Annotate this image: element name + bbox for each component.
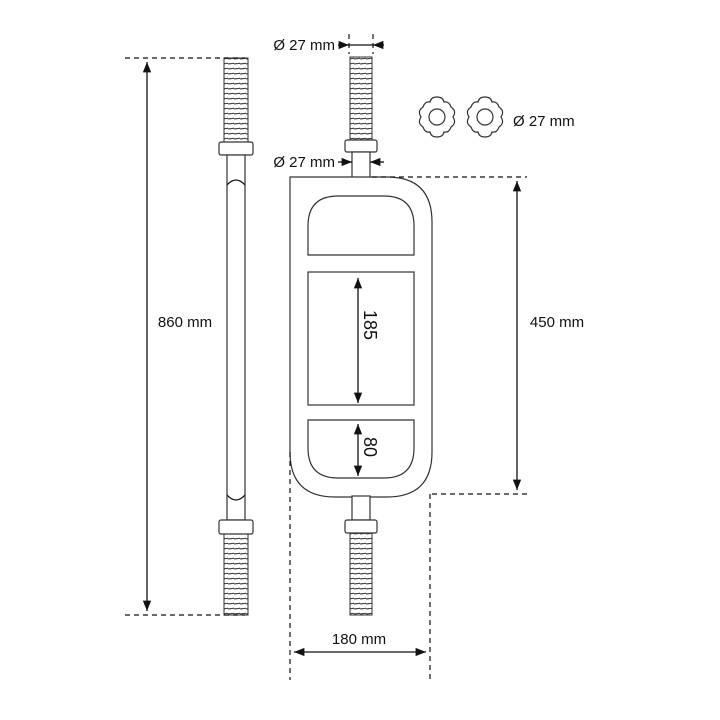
straight-bar bbox=[218, 57, 254, 616]
length-label: 860 mm bbox=[158, 314, 212, 331]
bottom-thread bbox=[223, 533, 249, 616]
height-label: 450 mm bbox=[530, 314, 584, 331]
length-dimension: 860 mm bbox=[125, 57, 245, 616]
tri-top-thread bbox=[349, 56, 373, 141]
width-label: 180 mm bbox=[332, 631, 386, 648]
top-window bbox=[307, 195, 415, 256]
tri-top-collar bbox=[344, 139, 378, 153]
tri-bottom-thread bbox=[349, 532, 373, 616]
middle-grip-label: 185 bbox=[360, 310, 380, 340]
nut-hole bbox=[476, 108, 494, 126]
sleeve-diameter-label: Ø 27 mm bbox=[273, 154, 335, 171]
thread-diameter-dimension: Ø 27 mm bbox=[273, 34, 384, 54]
collar-nut-icon bbox=[466, 96, 504, 138]
tri-bottom-neck bbox=[351, 495, 371, 521]
nut-hole bbox=[428, 108, 446, 126]
lower-grip-label: 80 bbox=[360, 437, 380, 457]
height-label-backdrop bbox=[520, 310, 592, 332]
bottom-collar bbox=[218, 519, 254, 535]
tri-bottom-collar bbox=[344, 519, 378, 534]
height-dimension: 450 mm bbox=[372, 176, 592, 495]
width-dimension: 180 mm bbox=[289, 452, 431, 680]
sleeve-diameter-dimension: Ø 27 mm bbox=[273, 154, 384, 171]
thread-diameter-label: Ø 27 mm bbox=[273, 37, 335, 54]
length-label-backdrop bbox=[150, 310, 220, 332]
shaft-grip-marks bbox=[226, 179, 246, 501]
tri-top-neck bbox=[351, 151, 371, 179]
top-collar bbox=[218, 141, 254, 156]
collar-diameter-label: Ø 27 mm bbox=[513, 113, 575, 130]
collar-nuts: Ø 27 mm bbox=[418, 96, 575, 138]
collar-nut-icon bbox=[418, 96, 456, 138]
bar-shaft bbox=[226, 154, 246, 521]
top-thread bbox=[223, 57, 249, 143]
